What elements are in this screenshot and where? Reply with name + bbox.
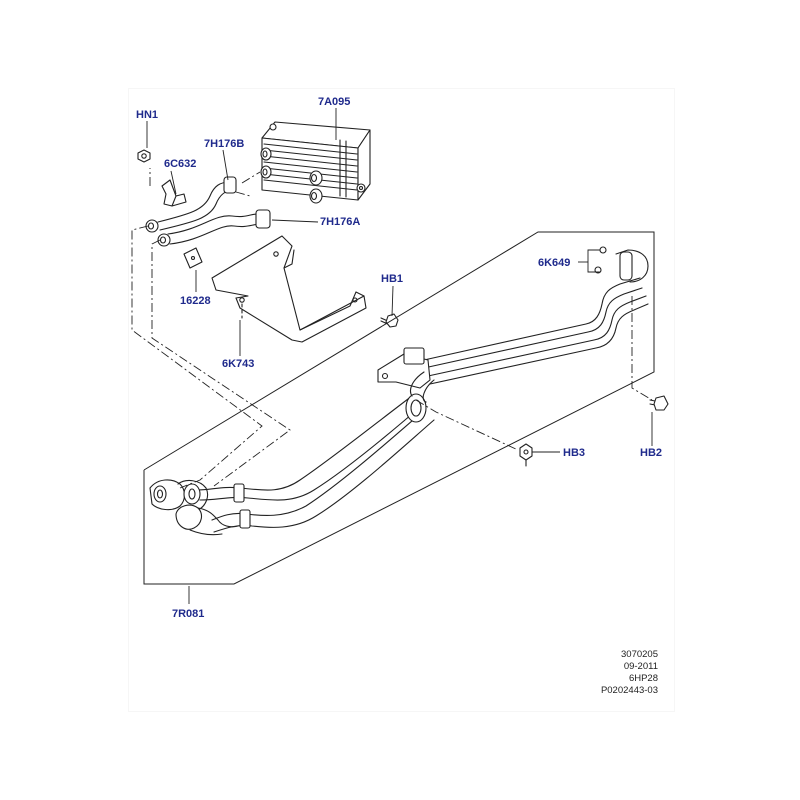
hose-7h176b — [145, 176, 237, 233]
reference-date: 09-2011 — [623, 661, 658, 672]
callout-7h176a: 7H176A — [320, 216, 361, 228]
reference-block: 3070205 09-2011 6HP28 P0202443-03 — [601, 649, 658, 697]
nut-hn1 — [137, 149, 151, 163]
bolt-hb2 — [649, 395, 669, 411]
callout-7a095: 7A095 — [318, 96, 351, 108]
reference-part-code: P0202443-03 — [600, 685, 658, 696]
bracket-6k743 — [211, 235, 367, 343]
callout-7r081: 7R081 — [172, 608, 205, 620]
clip-16228 — [183, 247, 203, 269]
callout-6k743: 6K743 — [222, 358, 255, 370]
callout-hb2: HB2 — [640, 447, 663, 459]
reference-transmission: 6HP28 — [628, 673, 658, 684]
callout-hb1: HB1 — [381, 273, 404, 285]
diagram-frame — [128, 88, 675, 712]
fastener-hb3 — [519, 443, 533, 467]
pipe-assembly-7r081 — [149, 246, 649, 536]
routing-lines — [131, 168, 653, 489]
reference-number: 3070205 — [621, 649, 658, 660]
callout-hb3: HB3 — [563, 447, 586, 459]
callout-16228: 16228 — [180, 295, 211, 307]
assembly-outline — [143, 231, 655, 585]
callout-hn1: HN1 — [136, 109, 159, 121]
callout-7h176b: 7H176B — [204, 138, 245, 150]
bolt-hb1 — [380, 313, 399, 328]
callout-6c632: 6C632 — [164, 158, 197, 170]
oil-cooler-7a095 — [260, 121, 371, 204]
hose-7h176a — [157, 209, 271, 247]
callout-6k649: 6K649 — [538, 257, 571, 269]
leader-lines — [146, 108, 653, 604]
clip-6c632 — [161, 179, 187, 207]
